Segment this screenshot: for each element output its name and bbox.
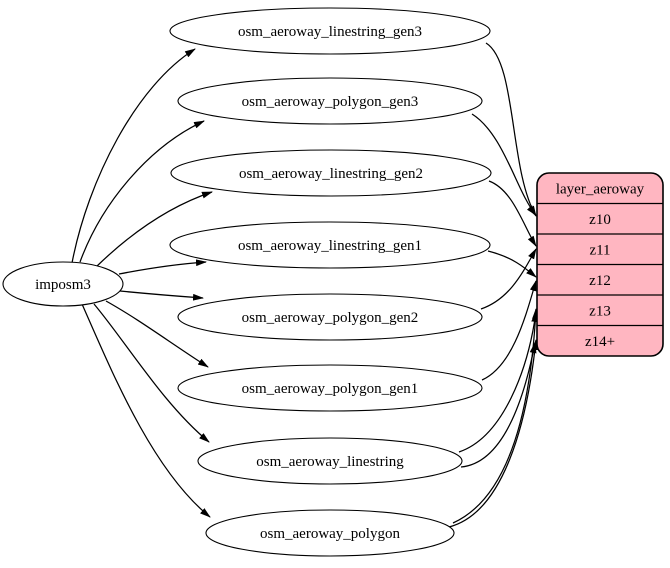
edge-osm_aeroway_polygon_gen1-to-z12 — [481, 280, 537, 381]
node-osm_aeroway_polygon_gen3: osm_aeroway_polygon_gen3 — [177, 77, 483, 125]
edge-osm_aeroway_linestring_gen2-to-z11 — [488, 180, 537, 247]
record-row-label-z14+: z14+ — [585, 334, 615, 350]
edge-imposm3-to-osm_aeroway_polygon_gen2 — [119, 290, 204, 301]
table-node-shape — [205, 509, 455, 557]
edge-osm_aeroway_polygon_gen2-to-z11 — [480, 248, 537, 310]
record-row-label-z12: z12 — [589, 273, 611, 289]
source-node-shape — [2, 261, 124, 307]
record-header-label: layer_aeroway — [556, 181, 645, 197]
edge-imposm3-to-osm_aeroway_polygon_gen3 — [79, 120, 205, 263]
node-imposm3: imposm3 — [2, 261, 124, 307]
edge-imposm3-to-osm_aeroway_linestring_gen1 — [118, 259, 207, 275]
table-node-label: osm_aeroway_polygon_gen2 — [242, 310, 419, 326]
source-node-label: imposm3 — [35, 277, 91, 293]
record-row-label-z11: z11 — [589, 242, 610, 258]
table-node-shape — [197, 437, 463, 485]
table-node-label: osm_aeroway_linestring — [256, 454, 404, 470]
edge-osm_aeroway_linestring_gen3-to-z10 — [485, 42, 537, 217]
table-node-label: osm_aeroway_linestring_gen3 — [238, 24, 422, 40]
edge-imposm3-to-osm_aeroway_linestring — [93, 303, 210, 443]
node-osm_aeroway_linestring_gen3: osm_aeroway_linestring_gen3 — [169, 7, 491, 55]
node-osm_aeroway_linestring: osm_aeroway_linestring — [197, 437, 463, 485]
table-node-label: osm_aeroway_polygon_gen3 — [242, 94, 419, 110]
record-row-label-z13: z13 — [589, 303, 611, 319]
edge-imposm3-to-osm_aeroway_polygon — [81, 303, 211, 518]
node-layer_aeroway: layer_aeroway z10 z11 z12 z13 z14+ — [536, 172, 664, 357]
table-node-shape — [177, 364, 483, 412]
node-osm_aeroway_linestring_gen2: osm_aeroway_linestring_gen2 — [170, 149, 492, 197]
edge-osm_aeroway_linestring-to-z14+ — [460, 342, 537, 468]
table-node-label: osm_aeroway_polygon_gen1 — [242, 381, 419, 397]
table-node-shape — [169, 221, 491, 269]
table-node-shape — [177, 293, 483, 341]
table-node-label: osm_aeroway_linestring_gen1 — [238, 238, 422, 254]
node-osm_aeroway_polygon_gen2: osm_aeroway_polygon_gen2 — [177, 293, 483, 341]
table-node-shape — [170, 149, 492, 197]
table-node-label: osm_aeroway_linestring_gen2 — [239, 166, 423, 182]
edge-imposm3-to-osm_aeroway_linestring_gen3 — [71, 48, 196, 264]
edge-osm_aeroway_polygon_gen3-to-z10 — [471, 113, 537, 216]
edges — [71, 42, 539, 528]
edge-imposm3-to-osm_aeroway_polygon_gen1 — [105, 300, 209, 368]
edge-osm_aeroway_linestring-to-z13 — [458, 311, 538, 453]
node-osm_aeroway_linestring_gen1: osm_aeroway_linestring_gen1 — [169, 221, 491, 269]
edge-imposm3-to-osm_aeroway_linestring_gen2 — [95, 191, 213, 268]
edge-osm_aeroway_polygon-to-z14+ — [448, 339, 539, 528]
table-node-shape — [177, 77, 483, 125]
table-node-label: osm_aeroway_polygon — [260, 526, 400, 542]
table-node-shape — [169, 7, 491, 55]
edge-osm_aeroway_linestring_gen1-to-z12 — [487, 250, 537, 278]
node-osm_aeroway_polygon: osm_aeroway_polygon — [205, 509, 455, 557]
record-row-label-z10: z10 — [589, 212, 611, 228]
node-osm_aeroway_polygon_gen1: osm_aeroway_polygon_gen1 — [177, 364, 483, 412]
